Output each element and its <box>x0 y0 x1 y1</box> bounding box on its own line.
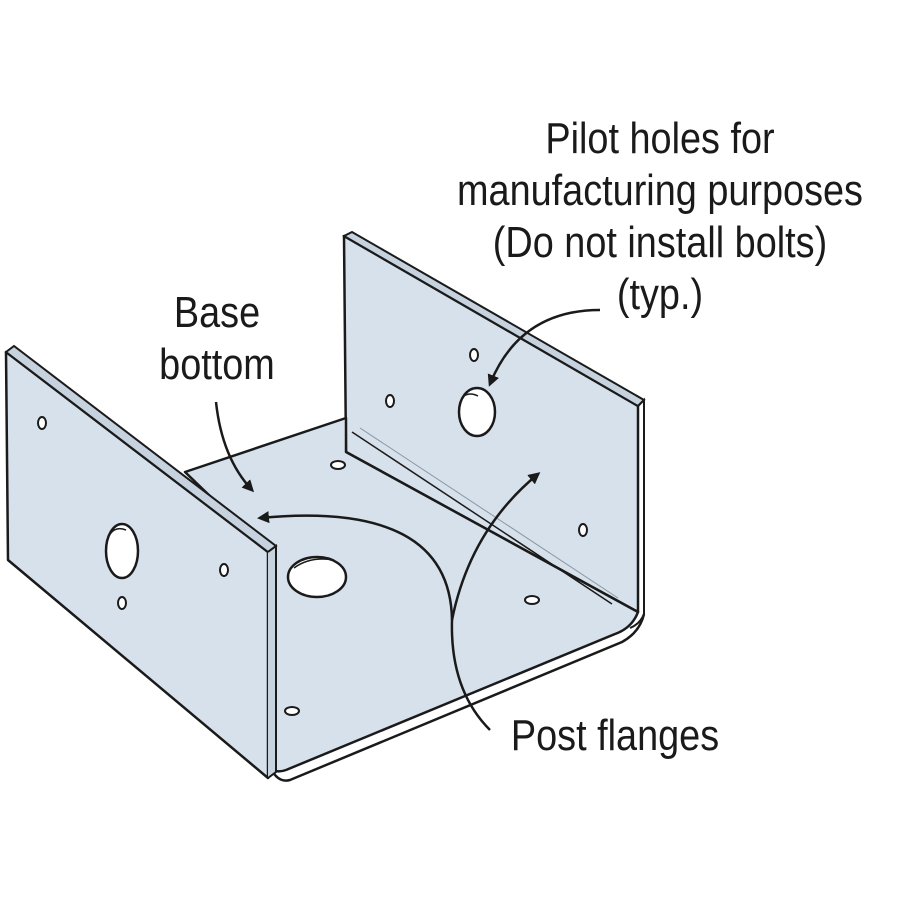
post-flange-right-arrow <box>450 472 541 621</box>
right-post-flange <box>341 230 646 629</box>
callout-line: (Do not install bolts) <box>492 218 828 267</box>
nail-hole <box>469 348 479 362</box>
callout-line: (typ.) <box>616 270 704 319</box>
pilot-holes-arrow <box>487 308 601 387</box>
nail-hole <box>578 523 588 537</box>
nail-hole <box>330 460 346 470</box>
base-bottom-arrow <box>214 401 255 493</box>
nail-hole <box>524 595 540 605</box>
callout-line: Post flanges <box>510 711 720 760</box>
pilot-hole <box>457 386 497 438</box>
anchor-bolt-hole <box>286 555 348 599</box>
callout-line: manufacturing purposes <box>457 166 863 215</box>
callout-line: bottom <box>159 340 275 389</box>
pilot-holes-callout: Pilot holes for manufacturing purposes (… <box>436 113 883 321</box>
nail-hole <box>37 416 47 430</box>
nail-hole <box>284 706 300 716</box>
post-flange-left-arrow <box>257 511 491 731</box>
pilot-hole <box>104 522 140 580</box>
nail-hole <box>385 394 395 408</box>
left-post-flange <box>4 344 278 780</box>
nail-hole <box>117 596 127 610</box>
nail-hole <box>219 563 229 577</box>
base-bottom-callout: Base bottom <box>135 287 298 391</box>
leader-lines <box>214 308 601 731</box>
post-flanges-callout: Post flanges <box>490 710 739 762</box>
callout-line: Base <box>173 288 261 337</box>
callout-line: Pilot holes for <box>545 114 775 163</box>
